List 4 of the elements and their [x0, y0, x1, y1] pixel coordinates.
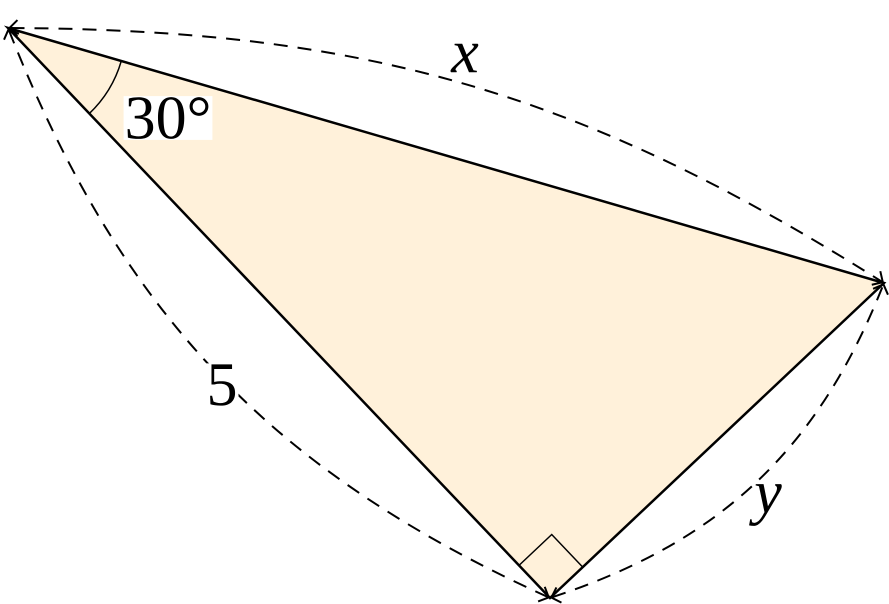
- dimension-label: y: [749, 483, 783, 527]
- dimension-label: 5: [206, 363, 238, 407]
- dimension-label: x: [450, 42, 480, 74]
- dimension-label: 30°: [124, 96, 212, 140]
